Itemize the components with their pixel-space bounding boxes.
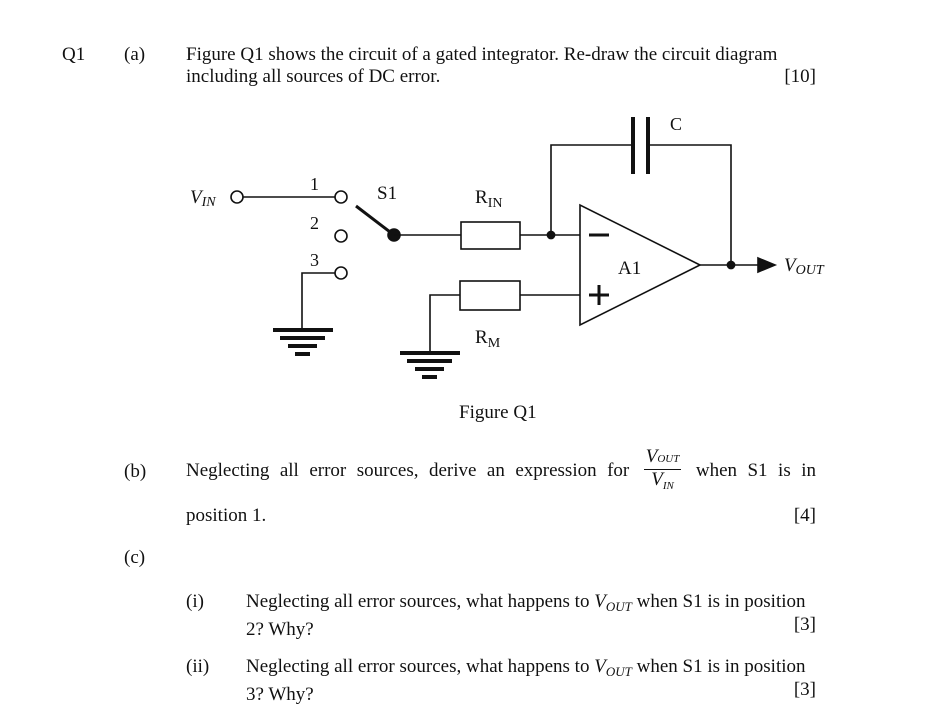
label-vout: VOUT: [784, 255, 825, 278]
ground-icon-rm: [400, 351, 460, 379]
label-rm: RM: [475, 327, 501, 351]
vout-symbol: VOUT: [594, 656, 632, 679]
part-b-word: is: [778, 460, 791, 481]
label-capacitor: C: [670, 114, 682, 134]
part-c-i-line2: 2? Why?: [246, 619, 314, 640]
part-b-word: Neglecting: [186, 460, 270, 481]
part-b-word: an: [486, 460, 505, 481]
wire-contact3-to-ground: [301, 272, 335, 330]
part-c-ii-line2: 3? Why?: [246, 684, 314, 705]
part-a-text: Figure Q1 shows the circuit of a gated i…: [186, 44, 816, 88]
opamp-a1: [579, 203, 702, 327]
label-s1: S1: [377, 183, 397, 204]
switch-arm: [355, 204, 395, 237]
ground-icon-switch: [273, 328, 333, 356]
label-rin: RIN: [475, 187, 502, 211]
fraction-numerator: VOUT: [643, 446, 682, 470]
part-b-line1: Neglecting all error sources, derive an …: [186, 446, 816, 496]
part-b-word: sources,: [356, 460, 419, 481]
vout-over-vin-fraction: VOUT VIN: [643, 446, 682, 496]
vin-terminal: [230, 190, 244, 204]
part-b-word: derive: [428, 460, 477, 481]
switch-contact-1: [334, 190, 348, 204]
label-opamp: A1: [618, 258, 641, 279]
part-b-word: S1: [747, 460, 768, 481]
part-a-line1: Figure Q1 shows the circuit of a gated i…: [186, 44, 778, 65]
label-pos1: 1: [310, 174, 319, 194]
circuit-diagram: VIN 1 2 3 S1 RIN RM C A1 VOUT Figure Q1: [190, 114, 825, 423]
part-a-line2: including all sources of DC error.: [186, 66, 441, 87]
junction-node-output: [726, 260, 736, 270]
part-b-word: error: [309, 460, 347, 481]
part-c-i-label: (i): [186, 591, 204, 612]
switch-contact-2: [334, 229, 348, 243]
fraction-denominator: VIN: [651, 468, 674, 492]
output-arrow-icon: [757, 256, 778, 274]
label-pos2: 2: [310, 213, 319, 233]
part-c-i-marks: [3]: [793, 614, 816, 635]
vout-symbol: VOUT: [594, 591, 632, 614]
feedback-wire-right: [648, 144, 732, 265]
figure-caption: Figure Q1: [459, 402, 537, 423]
part-a-marks: [10]: [784, 66, 816, 87]
part-a-label: (a): [124, 44, 146, 65]
part-b-word: in: [801, 460, 816, 481]
part-c-ii-marks: [3]: [793, 679, 816, 700]
part-c-i-text: Neglecting all error sources, what happe…: [246, 591, 806, 640]
part-b-label: (b): [124, 461, 147, 482]
question-number: Q1: [62, 44, 86, 65]
part-c-ii-label: (ii): [186, 656, 210, 677]
part-c-label: (c): [124, 547, 146, 568]
part-c-ii-text: Neglecting all error sources, what happe…: [246, 656, 806, 705]
switch-contact-3: [334, 266, 348, 280]
wire-ground-to-rm: [429, 294, 460, 353]
resistor-rin: [460, 221, 521, 250]
label-pos3: 3: [310, 250, 319, 270]
feedback-wire-left: [550, 144, 633, 235]
part-b-word: expression: [515, 460, 597, 481]
part-b-word: when: [695, 460, 737, 481]
part-b-word: for: [607, 460, 630, 481]
resistor-rm: [459, 280, 521, 311]
part-b-word: all: [279, 460, 299, 481]
part-b-marks: [4]: [793, 505, 816, 526]
label-vin: VIN: [190, 187, 216, 210]
part-b-line2: position 1.: [186, 505, 267, 526]
